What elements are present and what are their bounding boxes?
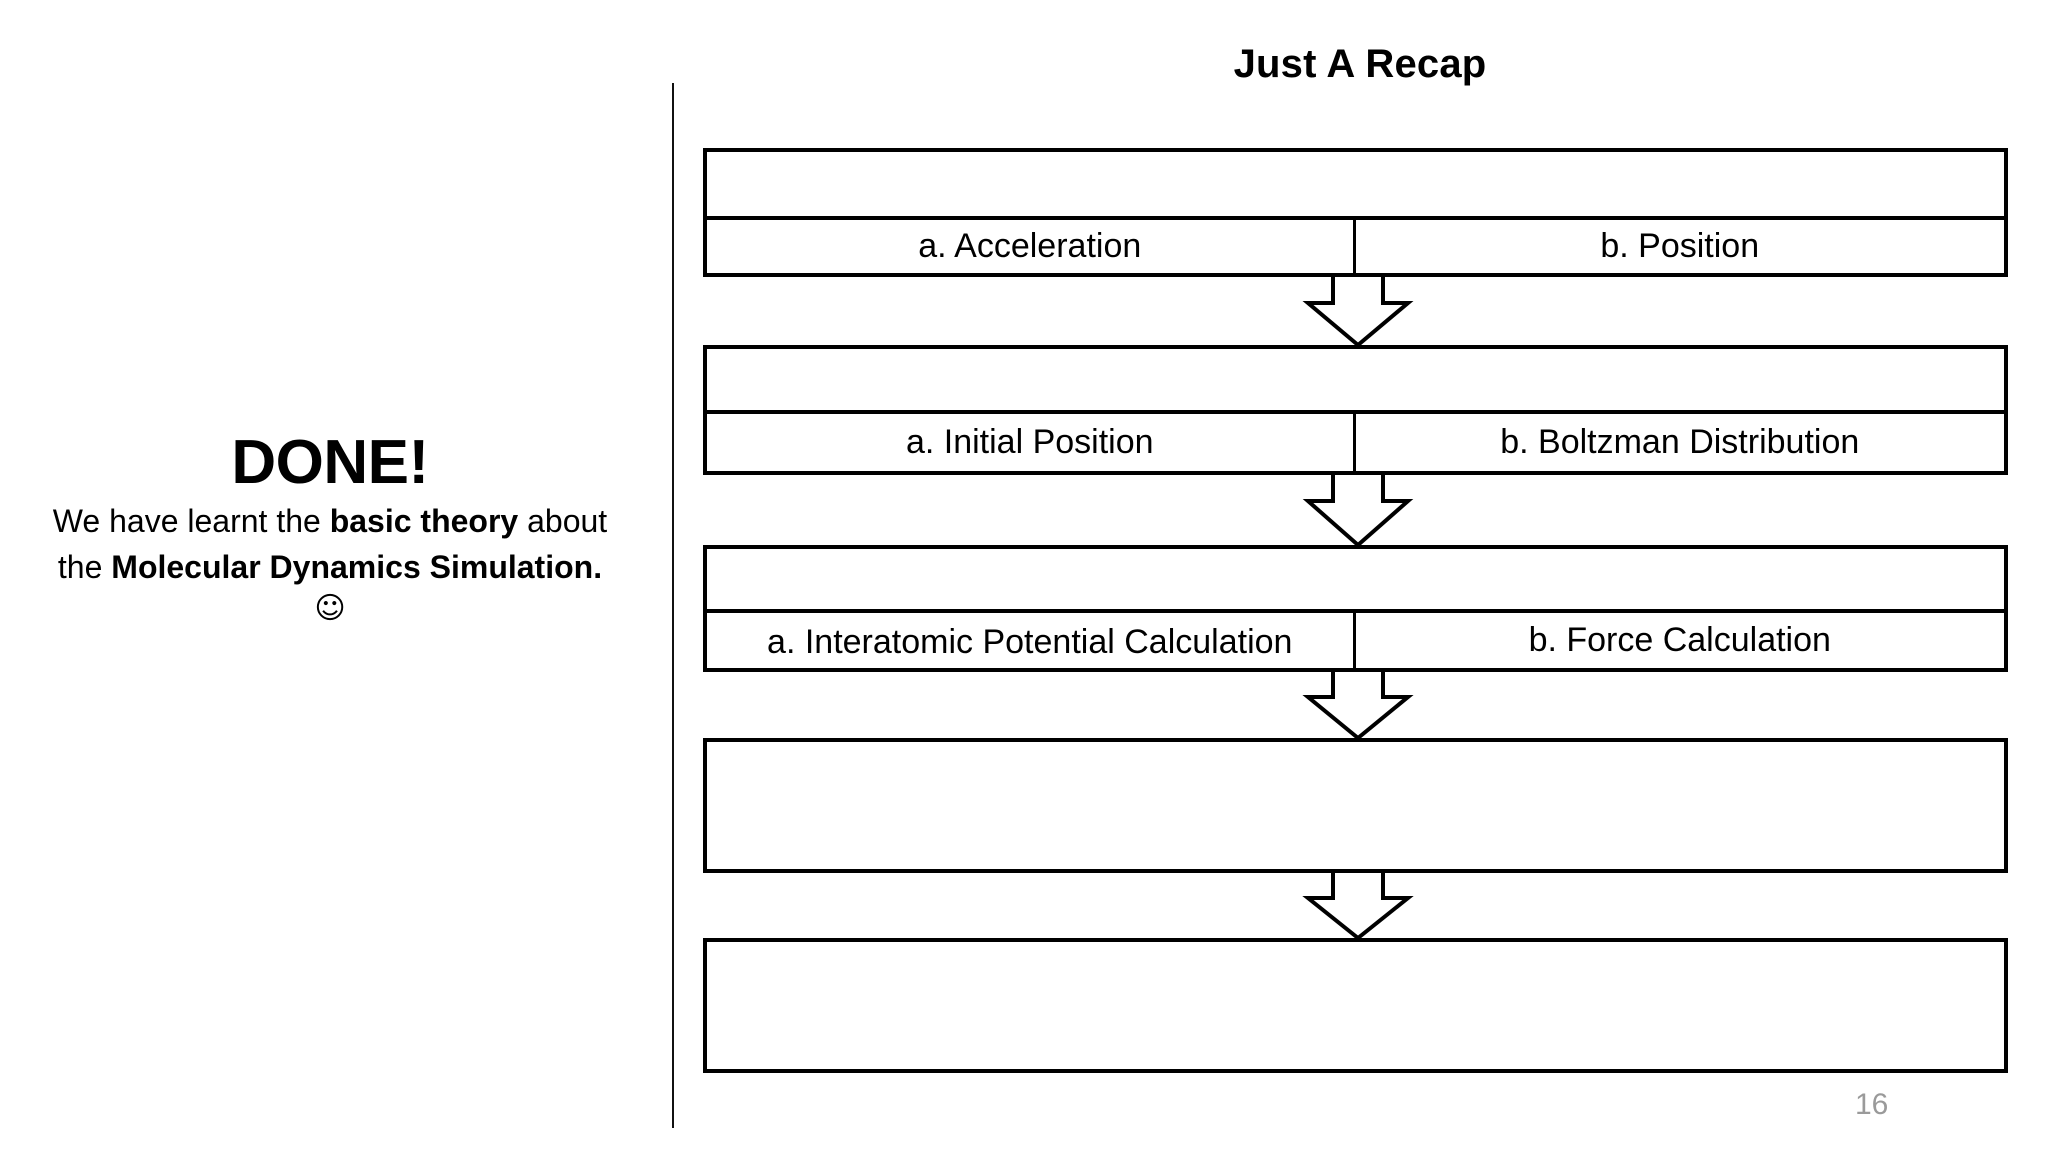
flow-step-4-header <box>707 742 2004 869</box>
left-summary-panel: DONE! We have learnt the basic theory ab… <box>0 430 660 625</box>
flow-step-3-cell-b-label: b. Force Calculation <box>1528 620 1831 659</box>
flow-step-1-cell-a: a. Acceleration <box>707 220 1356 273</box>
flow-step-1-cell-a-label: a. Acceleration <box>918 226 1142 265</box>
flow-step-2-cell-a: a. Initial Position <box>707 414 1356 471</box>
summary-line2-bold: Molecular Dynamics Simulation. <box>111 548 603 585</box>
flow-arrow-3 <box>1288 670 1428 740</box>
flow-step-2-header <box>707 349 2004 414</box>
smiley-face-icon: ☺ <box>314 590 346 626</box>
flow-step-1-cell-b: b. Position <box>1356 220 2005 273</box>
flow-step-4 <box>703 738 2008 873</box>
flow-step-1-cell-b-label: b. Position <box>1600 226 1760 265</box>
summary-line1-tail: about <box>518 503 608 540</box>
done-heading: DONE! <box>231 428 429 497</box>
summary-line1-bold: basic theory <box>329 503 519 540</box>
flow-arrow-1 <box>1288 275 1428 347</box>
flow-step-3-header <box>707 549 2004 613</box>
page-title: Just A Recap <box>1233 42 1487 86</box>
flow-step-3-cell-a-label: a. Interatomic Potential Calculation <box>767 623 1293 662</box>
summary-line1-lead: We have learnt the <box>52 503 330 540</box>
flow-step-5-header <box>707 942 2004 1069</box>
flow-step-2-cell-b-label: b. Boltzman Distribution <box>1500 422 1860 461</box>
flow-step-2-cell-b: b. Boltzman Distribution <box>1356 414 2005 471</box>
flow-step-3-row: a. Interatomic Potential Calculation b. … <box>707 613 2004 668</box>
flow-step-5 <box>703 938 2008 1073</box>
flow-step-3: a. Interatomic Potential Calculation b. … <box>703 545 2008 672</box>
flow-step-2-cell-a-label: a. Initial Position <box>905 422 1154 461</box>
flow-arrow-2 <box>1288 473 1428 547</box>
page-number: 16 <box>1855 1088 1889 1121</box>
summary-text: We have learnt the basic theory about th… <box>0 499 660 625</box>
summary-line2-lead: the <box>57 548 112 585</box>
vertical-divider <box>672 83 674 1128</box>
flow-step-1-row: a. Acceleration b. Position <box>707 220 2004 273</box>
flow-step-1-header <box>707 152 2004 220</box>
flow-step-1: a. Acceleration b. Position <box>703 148 2008 277</box>
flow-step-2-row: a. Initial Position b. Boltzman Distribu… <box>707 414 2004 471</box>
flow-step-2: a. Initial Position b. Boltzman Distribu… <box>703 345 2008 475</box>
flow-arrow-4 <box>1288 871 1428 940</box>
flow-step-3-cell-b: b. Force Calculation <box>1356 613 2005 668</box>
flow-step-3-cell-a: a. Interatomic Potential Calculation <box>707 613 1356 668</box>
